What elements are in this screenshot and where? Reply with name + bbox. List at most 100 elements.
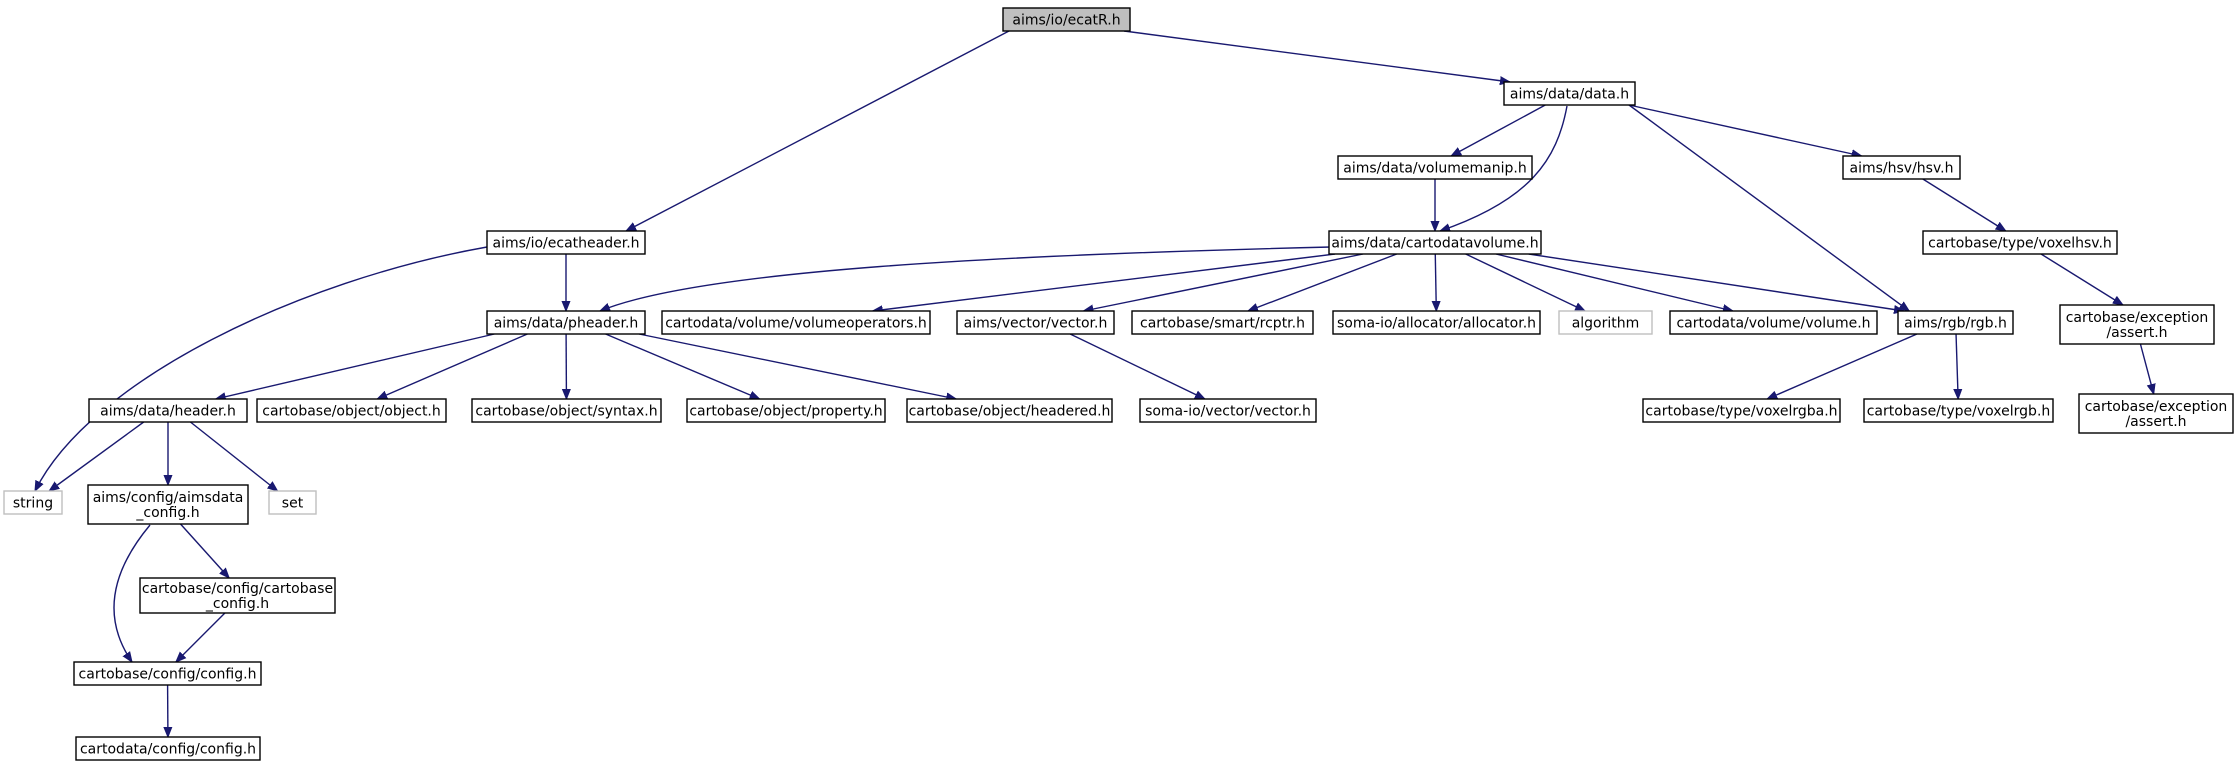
node-label: /assert.h bbox=[2106, 325, 2167, 341]
node-box bbox=[139, 577, 336, 614]
node-box bbox=[1139, 398, 1317, 423]
node-box bbox=[1642, 398, 1841, 423]
node-box bbox=[1842, 155, 1961, 180]
node-label: cartobase/object/object.h bbox=[262, 404, 441, 420]
node-box bbox=[1002, 7, 1131, 32]
node-cartodatavolume[interactable]: aims/data/cartodatavolume.h bbox=[1328, 230, 1542, 255]
node-volumeoperators[interactable]: cartodata/volume/volumeoperators.h bbox=[661, 310, 931, 335]
edge-cartodatavolume-to-allocator bbox=[1435, 253, 1436, 311]
node-box bbox=[2078, 393, 2234, 434]
node-box bbox=[87, 484, 249, 525]
node-voxelrgba[interactable]: cartobase/type/voxelrgba.h bbox=[1642, 398, 1841, 423]
node-hsv[interactable]: aims/hsv/hsv.h bbox=[1842, 155, 1961, 180]
edge-voxelhsv-to-assert1 bbox=[2040, 253, 2123, 305]
edge-datah-to-rgb bbox=[1628, 104, 1909, 311]
node-label: aims/data/cartodatavolume.h bbox=[1331, 236, 1538, 252]
node-label: _config.h bbox=[205, 596, 269, 612]
node-label: cartobase/exception bbox=[2066, 310, 2209, 326]
node-box bbox=[1131, 310, 1314, 335]
node-set: set bbox=[268, 490, 317, 515]
node-label: cartobase/object/syntax.h bbox=[475, 404, 657, 420]
node-datah[interactable]: aims/data/data.h bbox=[1503, 81, 1636, 106]
node-label: cartobase/type/voxelhsv.h bbox=[1928, 236, 2112, 252]
node-box bbox=[3, 490, 63, 515]
node-headerh[interactable]: aims/data/header.h bbox=[88, 398, 248, 423]
edge-pheader-to-headered bbox=[638, 333, 956, 399]
node-label: cartodata/volume/volume.h bbox=[1676, 316, 1870, 332]
node-rcptr[interactable]: cartobase/smart/rcptr.h bbox=[1131, 310, 1314, 335]
node-label: cartobase/config/cartobase bbox=[142, 581, 333, 597]
node-volumeh[interactable]: cartodata/volume/volume.h bbox=[1669, 310, 1878, 335]
nodes-layer: aims/io/ecatR.h aims/data/data.h aims/io/e… bbox=[3, 7, 2234, 761]
node-assert2[interactable]: cartobase/exception/assert.h bbox=[2078, 393, 2234, 434]
node-label: aims/hsv/hsv.h bbox=[1850, 161, 1954, 177]
node-string: string bbox=[3, 490, 63, 515]
node-label: cartobase/object/headered.h bbox=[909, 404, 1111, 420]
edge-pheader-to-objecth bbox=[377, 333, 528, 400]
node-box bbox=[73, 661, 262, 686]
node-box bbox=[268, 490, 317, 515]
node-voxelhsv[interactable]: cartobase/type/voxelhsv.h bbox=[1922, 230, 2118, 255]
node-box bbox=[88, 398, 248, 423]
edge-cartodatavolume-to-algorithm bbox=[1465, 253, 1585, 312]
node-box bbox=[661, 310, 931, 335]
node-cdconfig[interactable]: cartodata/config/config.h bbox=[75, 736, 261, 761]
node-vectorh[interactable]: aims/vector/vector.h bbox=[956, 310, 1115, 335]
node-label: aims/rgb/rgb.h bbox=[1904, 316, 2007, 332]
node-label: soma-io/allocator/allocator.h bbox=[1337, 316, 1536, 332]
node-label: cartobase/object/property.h bbox=[689, 404, 882, 420]
node-box bbox=[686, 398, 886, 423]
node-label: aims/data/volumemanip.h bbox=[1343, 161, 1526, 177]
node-label: aims/io/ecatheader.h bbox=[492, 236, 639, 252]
node-label: aims/io/ecatR.h bbox=[1012, 13, 1120, 29]
node-cbconfig[interactable]: cartobase/config/cartobase_config.h bbox=[139, 577, 336, 614]
edge-rgb-to-voxelrgba bbox=[1767, 333, 1918, 400]
node-allocator[interactable]: soma-io/allocator/allocator.h bbox=[1332, 310, 1541, 335]
node-syntax[interactable]: cartobase/object/syntax.h bbox=[471, 398, 662, 423]
node-box bbox=[471, 398, 662, 423]
node-property[interactable]: cartobase/object/property.h bbox=[686, 398, 886, 423]
edge-aimsdataconfig-to-cbconfig bbox=[179, 523, 230, 578]
node-assert1[interactable]: cartobase/exception/assert.h bbox=[2059, 304, 2215, 345]
node-voxelrgb[interactable]: cartobase/type/voxelrgb.h bbox=[1863, 398, 2054, 423]
edge-pheader-to-headerh bbox=[216, 333, 495, 399]
node-algorithm: algorithm bbox=[1558, 310, 1653, 335]
node-somavector[interactable]: soma-io/vector/vector.h bbox=[1139, 398, 1317, 423]
edge-cartodatavolume-to-volumeh bbox=[1495, 253, 1733, 311]
edge-headerh-to-string bbox=[49, 421, 145, 491]
node-ecatheader[interactable]: aims/io/ecatheader.h bbox=[486, 230, 646, 255]
node-box bbox=[1337, 155, 1533, 180]
node-configh[interactable]: cartobase/config/config.h bbox=[73, 661, 262, 686]
node-aimsdataconfig[interactable]: aims/config/aimsdata_config.h bbox=[87, 484, 249, 525]
node-label: cartobase/type/voxelrgba.h bbox=[1645, 404, 1837, 420]
node-label: cartobase/exception bbox=[2085, 399, 2228, 415]
edge-cartodatavolume-to-pheader bbox=[600, 246, 1332, 312]
node-pheader[interactable]: aims/data/pheader.h bbox=[486, 310, 646, 335]
node-objecth[interactable]: cartobase/object/object.h bbox=[256, 398, 447, 423]
node-box bbox=[2059, 304, 2215, 345]
node-box bbox=[906, 398, 1113, 423]
node-box bbox=[486, 230, 646, 255]
edge-ecatR-to-datah bbox=[1123, 30, 1510, 82]
edge-cartodatavolume-to-rcptr bbox=[1248, 253, 1398, 311]
node-box bbox=[956, 310, 1115, 335]
node-box bbox=[1669, 310, 1878, 335]
edge-assert1-to-assert2 bbox=[2139, 343, 2153, 394]
node-label: /assert.h bbox=[2125, 414, 2186, 430]
node-label: cartobase/type/voxelrgb.h bbox=[1867, 404, 2051, 420]
node-label: aims/vector/vector.h bbox=[964, 316, 1108, 332]
node-volumemanip[interactable]: aims/data/volumemanip.h bbox=[1337, 155, 1533, 180]
node-label: cartobase/smart/rcptr.h bbox=[1140, 316, 1305, 332]
node-headered[interactable]: cartobase/object/headered.h bbox=[906, 398, 1113, 423]
edge-cartodatavolume-to-volumeoperators bbox=[873, 253, 1336, 311]
edge-hsv-to-voxelhsv bbox=[1922, 178, 2006, 231]
node-label: soma-io/vector/vector.h bbox=[1145, 404, 1311, 420]
node-box bbox=[75, 736, 261, 761]
node-ecatR[interactable]: aims/io/ecatR.h bbox=[1002, 7, 1131, 32]
node-rgb[interactable]: aims/rgb/rgb.h bbox=[1897, 310, 2014, 335]
node-label: aims/data/header.h bbox=[100, 404, 236, 420]
node-label: cartobase/config/config.h bbox=[79, 667, 257, 683]
node-label: _config.h bbox=[135, 505, 199, 521]
node-label: cartodata/config/config.h bbox=[80, 742, 256, 758]
